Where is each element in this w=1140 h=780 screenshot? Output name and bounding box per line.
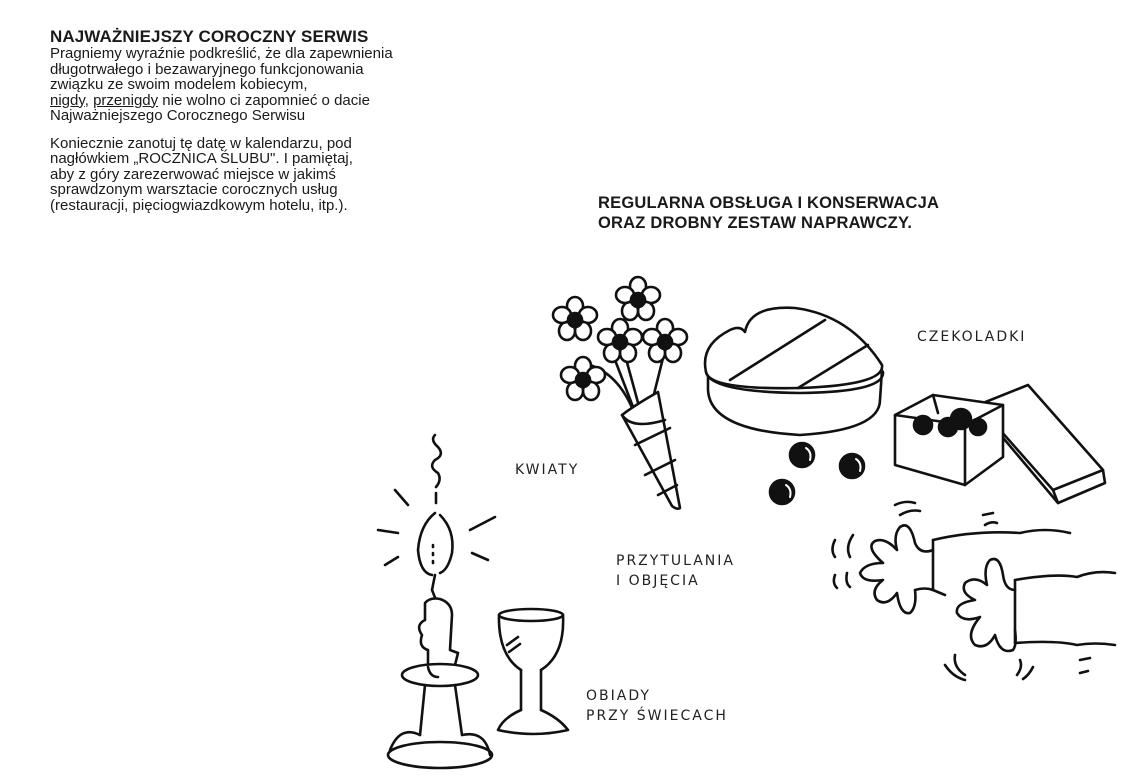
- text-line: nagłówkiem „ROCZNICA ŚLUBU". I pamiętaj,: [50, 150, 353, 167]
- label-line: I OBJĘCIA: [616, 573, 700, 589]
- text-line: związku ze swoim modelem kobiecym,: [50, 76, 308, 93]
- heading-line: REGULARNA OBSŁUGA I KONSERWACJA: [598, 194, 940, 212]
- underlined-word-przenigdy: przenigdy: [93, 91, 159, 109]
- label-hugs: PRZYTULANIA I OBJĘCIA: [616, 551, 735, 591]
- text-line: sprawdzonym warsztacie corocznych usług: [50, 181, 338, 198]
- text-line: nigdy, przenigdy nie wolno ci zapomnieć …: [50, 91, 520, 109]
- label-line: PRZY ŚWIECACH: [586, 708, 728, 724]
- intro-paragraph-1: Pragniemy wyraźnie podkreślić, że dla za…: [50, 46, 520, 124]
- maintenance-section: REGULARNA OBSŁUGA I KONSERWACJA ORAZ DRO…: [598, 193, 1058, 233]
- maintenance-heading: REGULARNA OBSŁUGA I KONSERWACJA ORAZ DRO…: [598, 193, 1058, 233]
- heading-line: ORAZ DROBNY ZESTAW NAPRAWCZY.: [598, 214, 913, 232]
- label-line: PRZYTULANIA: [616, 553, 735, 569]
- flower-bouquet-icon: [551, 275, 689, 510]
- underlined-word-nigdy: nigdy: [50, 91, 85, 109]
- intro-paragraph-2: Koniecznie zanotuj tę datę w kalendarzu,…: [50, 134, 520, 214]
- heart-box-icon: [703, 306, 885, 437]
- candle-icon: [376, 433, 497, 770]
- chocolate-pieces-icon: [768, 441, 866, 506]
- label-chocolates: CZEKOLADKI: [917, 329, 1027, 345]
- hugging-hands-icon: [831, 500, 1117, 682]
- label-line: OBIADY: [586, 688, 651, 704]
- label-flowers: KWIATY: [515, 462, 580, 478]
- text-line: (restauracji, pięciogwiazdkowym hotelu, …: [50, 196, 348, 214]
- chocolate-box-icon: [893, 383, 1107, 505]
- text-line: długotrwałego i bezawaryjnego funkcjonow…: [50, 60, 364, 78]
- label-candlelit-dinners: OBIADY PRZY ŚWIECACH: [586, 686, 728, 726]
- text-line: Najważniejszego Corocznego Serwisu: [50, 107, 306, 124]
- wine-glass-icon: [496, 607, 570, 736]
- intro-section: NAJWAŻNIEJSZY COROCZNY SERWIS Pragniemy …: [50, 28, 520, 213]
- text-line: aby z góry zarezerwować miejsce w jakimś: [50, 165, 336, 183]
- text-line: Koniecznie zanotuj tę datę w kalendarzu,…: [50, 134, 352, 152]
- intro-heading: NAJWAŻNIEJSZY COROCZNY SERWIS: [50, 27, 369, 46]
- text-fragment: nie wolno ci zapomnieć o dacie: [158, 91, 370, 109]
- text-line: Pragniemy wyraźnie podkreślić, że dla za…: [50, 45, 393, 62]
- separator: ,: [84, 91, 94, 109]
